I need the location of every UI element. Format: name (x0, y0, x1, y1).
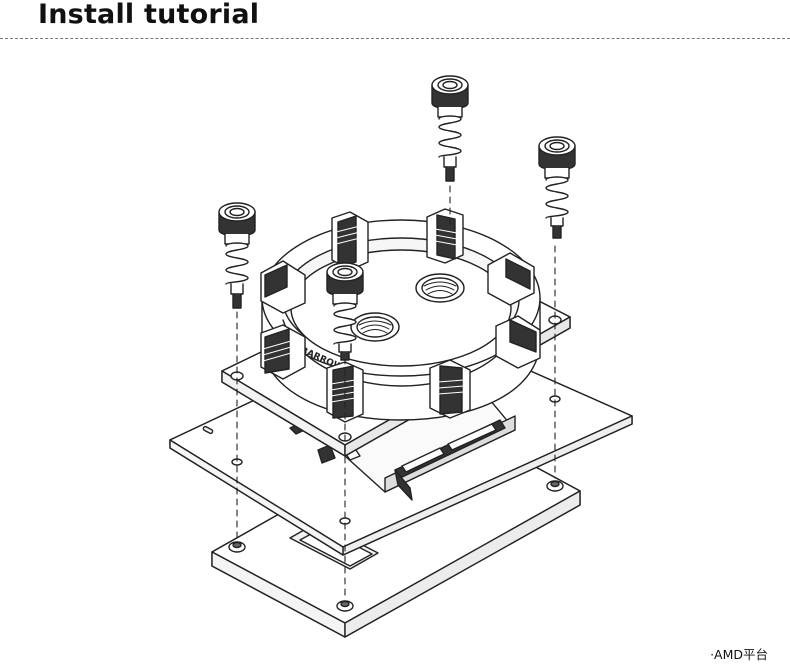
page-title: Install tutorial (38, 0, 260, 30)
platform-caption: ·AMD平台 (710, 647, 768, 662)
screw-back (431, 75, 469, 182)
ring-clips (260, 208, 541, 423)
screw-front (326, 262, 364, 361)
waterblock: BARROW (261, 219, 541, 421)
backplate-standoff-left (228, 541, 246, 553)
backplate-standoff-right (546, 480, 564, 492)
backplate-standoff-front (336, 600, 354, 612)
alignment-guides (236, 185, 556, 599)
screw-left (218, 202, 256, 309)
title-divider (0, 38, 790, 39)
port-rear (415, 273, 465, 303)
port-front (350, 312, 400, 342)
screw-right (538, 136, 576, 239)
